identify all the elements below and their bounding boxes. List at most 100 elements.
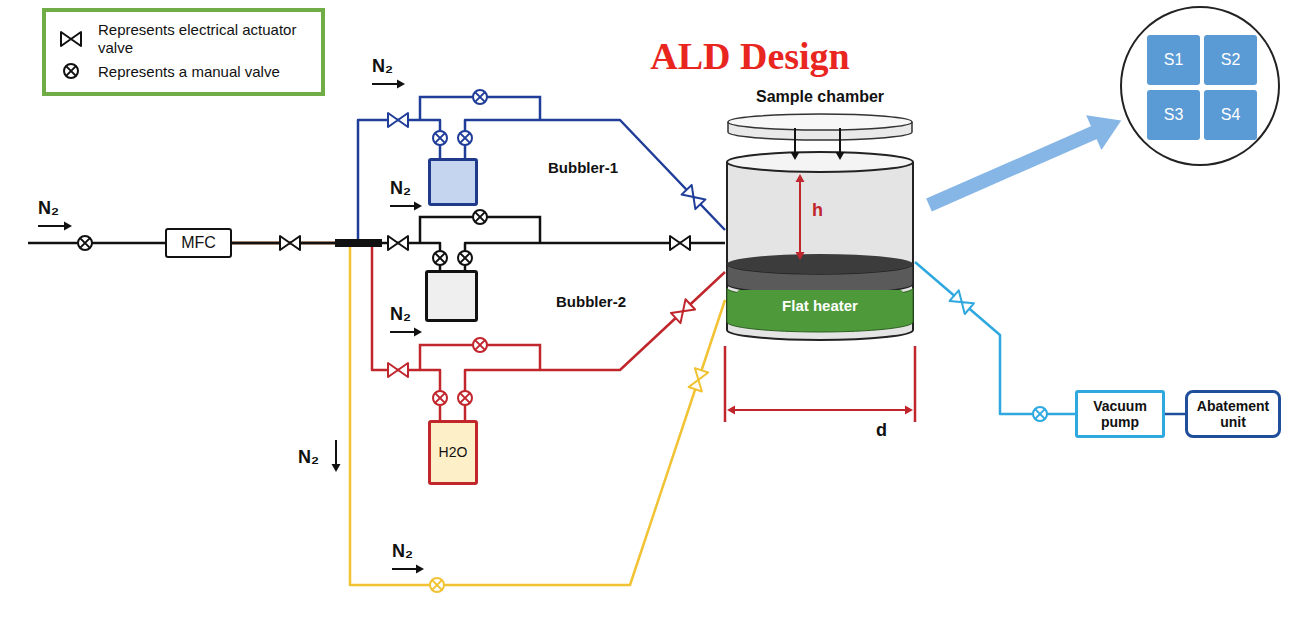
flow-arrow <box>390 328 422 337</box>
actuator-valve <box>61 32 81 46</box>
gas-line <box>1165 414 1185 415</box>
flow-arrow <box>796 174 805 260</box>
magnify-arrow <box>929 115 1121 205</box>
actuator-valve <box>388 363 408 377</box>
arrow-shaft <box>390 205 416 207</box>
arrow-head <box>791 152 800 160</box>
part-heading: Sample chamber <box>725 88 915 106</box>
arrow-head <box>64 222 72 231</box>
arrow-shaft <box>372 83 399 85</box>
connector-layer <box>232 115 1185 585</box>
connector-line <box>232 243 440 420</box>
connector-line <box>232 120 440 243</box>
callout-label: N₂ <box>390 304 411 325</box>
valve-body <box>64 64 78 78</box>
arrow-head <box>796 252 805 260</box>
actuator-valve <box>280 236 300 250</box>
flat-heater: Flat heater <box>737 290 903 322</box>
arrow-head <box>397 80 405 89</box>
arrow-shaft <box>794 128 796 154</box>
arrow-shaft <box>392 568 418 570</box>
valve-cross <box>435 393 445 403</box>
valve-body <box>473 338 487 352</box>
callout-label: h <box>812 200 823 221</box>
gas-line <box>465 120 725 230</box>
callout-label: d <box>876 420 887 441</box>
node-label: S1 <box>1164 51 1184 69</box>
callout-label: N₂ <box>372 56 393 77</box>
water-bottle: H2O <box>428 420 478 485</box>
valve-cross <box>435 133 445 143</box>
actuator-valve <box>670 236 690 250</box>
valve-cross <box>460 253 470 263</box>
arrow-shaft <box>38 225 66 227</box>
valve-body <box>682 185 706 209</box>
manual-valve <box>458 131 472 145</box>
node-label: MFC <box>181 234 216 252</box>
heater-band <box>727 288 913 332</box>
actuator-valve <box>950 290 974 314</box>
flow-arrow <box>836 128 845 160</box>
legend-row: Represents a manual valve <box>56 59 311 83</box>
gas-line <box>232 243 725 585</box>
sample-square: S2 <box>1204 35 1257 85</box>
connector-line <box>465 272 725 420</box>
abatement-box: Abatement unit <box>1185 390 1281 438</box>
valve-body <box>458 131 472 145</box>
valve-body <box>670 236 690 250</box>
gas-line <box>915 262 1075 414</box>
valve-layer <box>78 90 1047 592</box>
junction-bar <box>335 239 382 247</box>
manual-valve <box>64 64 78 78</box>
gas-line <box>232 243 440 420</box>
valve-cross <box>460 393 470 403</box>
sample-layout-circle: S1 S2S3 S4 <box>1120 6 1280 166</box>
node-label: S4 <box>1221 106 1241 124</box>
manual-valve <box>473 90 487 104</box>
legend-box: Represents electrical actuator valveRepr… <box>42 8 325 96</box>
manifold-layer <box>28 80 915 574</box>
arrow-shaft <box>335 440 337 466</box>
callout-label: N₂ <box>38 198 59 219</box>
valve-cross <box>1035 409 1045 419</box>
gas-line <box>465 272 725 420</box>
connector-line <box>232 243 725 585</box>
valve-cross <box>66 66 76 76</box>
legend-symbol <box>56 27 86 51</box>
valve-cross <box>435 253 445 263</box>
valve-cross <box>475 92 485 102</box>
arrow-shaft <box>839 128 841 154</box>
manual-valve <box>433 131 447 145</box>
arrow-head <box>414 328 422 337</box>
actuator-valve <box>689 368 709 391</box>
inlet-pipe <box>28 242 165 245</box>
node-label: Vacuum pump <box>1081 398 1159 430</box>
valve-body <box>458 251 472 265</box>
valve-body <box>950 290 974 314</box>
valve-body <box>1033 407 1047 421</box>
valve-body <box>473 210 487 224</box>
arrow-head <box>905 406 913 415</box>
node-label: Abatement unit <box>1191 398 1275 430</box>
node-label: S2 <box>1221 51 1241 69</box>
manual-valve <box>430 578 444 592</box>
legend-row: Represents electrical actuator valve <box>56 21 311 56</box>
part-heading: Bubbler-1 <box>548 159 618 176</box>
valve-body <box>78 236 92 250</box>
valve-body <box>433 391 447 405</box>
connector-line <box>929 130 1099 205</box>
connector-line <box>465 120 725 230</box>
actuator-valve <box>671 299 695 323</box>
arrow-head <box>414 202 422 211</box>
valve-body <box>433 131 447 145</box>
chamber-body <box>727 162 913 340</box>
substrate-holder-top <box>727 254 913 274</box>
arrow-head <box>727 406 735 415</box>
valve-body <box>458 391 472 405</box>
sample-square: S3 <box>1147 90 1200 140</box>
connector-line <box>915 262 1075 414</box>
valve-body <box>388 113 408 127</box>
manual-valve <box>78 236 92 250</box>
part-heading: Bubbler-2 <box>556 293 626 310</box>
valve-body <box>280 236 300 250</box>
